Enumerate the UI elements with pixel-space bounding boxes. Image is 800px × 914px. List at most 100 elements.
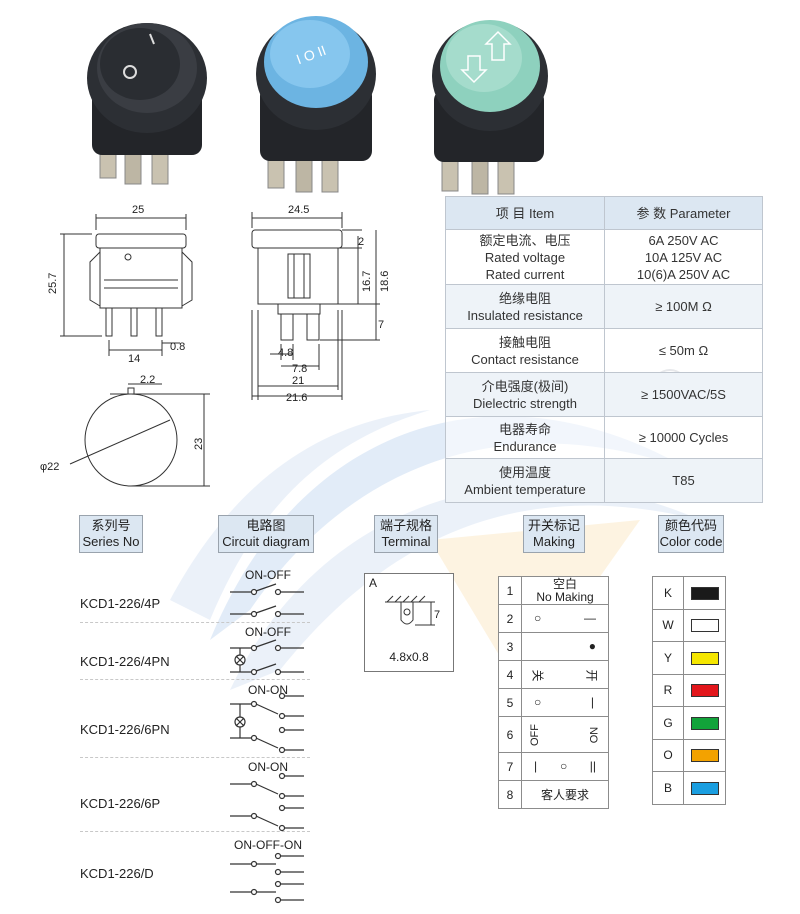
dim-cutout-height: 23 <box>193 438 205 450</box>
mark-dot: ● <box>588 639 596 653</box>
header-series-en: Series No <box>82 534 140 549</box>
switch-green-photo <box>432 20 548 195</box>
circuit-4pn <box>230 639 304 676</box>
dim-front-pitch: 14 <box>128 353 140 365</box>
parameter-table-header: 项 目 Item 参 数 Parameter <box>445 196 763 230</box>
header-terminal-cn: 端子规格 <box>379 518 432 533</box>
switch-black-photo <box>87 23 207 185</box>
mark-ii: || <box>589 759 596 773</box>
header-color-cn: 颜色代码 <box>664 518 717 533</box>
making-row: 3 ● <box>498 632 609 661</box>
dim-cutout-notch: 2.2 <box>140 374 155 386</box>
color-swatch <box>690 586 719 600</box>
header-series: 系列号 Series No <box>79 515 143 553</box>
color-table: K W Y R G O B <box>652 576 726 805</box>
item-line: 介电强度(极间) <box>481 378 569 394</box>
terminal-length: 7 <box>434 609 440 621</box>
circuit-d <box>230 852 304 904</box>
header-terminal: 端子规格 Terminal <box>374 515 438 553</box>
circuit-4p <box>230 583 304 618</box>
header-terminal-en: Terminal <box>381 534 431 549</box>
color-swatch <box>690 781 719 795</box>
color-row: W <box>652 608 726 642</box>
making-row: 2 ○— <box>498 604 609 633</box>
color-code: R <box>652 673 684 707</box>
color-row: Y <box>652 641 726 675</box>
header-color: 颜色代码 Color code <box>658 515 724 553</box>
dim-front-height: 25.7 <box>47 273 59 294</box>
circuit-diagrams <box>230 583 304 904</box>
param-value: ≤ 50m Ω <box>604 328 763 373</box>
header-making-en: Making <box>533 534 575 549</box>
dim-side-h1: 16.7 <box>361 271 373 292</box>
header-series-cn: 系列号 <box>91 518 131 533</box>
header-item: 项 目 Item <box>445 196 605 230</box>
item-line: 电器寿命 <box>498 421 551 437</box>
param-line: 10A 125V AC <box>644 249 723 265</box>
mark-circle: ○ <box>534 611 542 625</box>
header-making-cn: 开关标记 <box>527 518 580 533</box>
header-circuit: 电路图 Circuit diagram <box>218 515 314 553</box>
making-text: 空白 <box>552 576 577 591</box>
mark-off-text: OFF <box>529 724 541 746</box>
dim-side-w1: 4.8 <box>278 347 293 359</box>
item-line: 使用温度 <box>498 464 551 480</box>
dim-side-offset: 2 <box>358 236 364 248</box>
dim-side-w3: 21 <box>292 375 304 387</box>
item-line: 额定电流、电压 <box>479 232 571 248</box>
color-swatch <box>690 619 719 633</box>
series-model: KCD1-226/6P <box>80 796 161 811</box>
color-row: R <box>652 673 726 707</box>
divider <box>80 757 310 758</box>
param-row-dielectric: 介电强度(极间)Dielectric strength ≥ 1500VAC/5S <box>445 372 763 417</box>
divider <box>80 831 310 832</box>
series-model: KCD1-226/D <box>80 866 154 881</box>
terminal-drawing: 7 <box>385 595 440 626</box>
making-num: 4 <box>498 660 522 689</box>
param-value: ≥ 10000 Cycles <box>604 416 763 459</box>
making-num: 1 <box>498 576 522 605</box>
terminal-size: 4.8x0.8 <box>389 650 429 664</box>
mark-bar: | <box>590 695 594 709</box>
terminal-type-label: A <box>369 576 378 590</box>
divider <box>80 622 310 623</box>
header-parameter: 参 数 Parameter <box>604 196 763 230</box>
making-num: 6 <box>498 716 522 753</box>
color-row: O <box>652 738 726 772</box>
mark-dash: — <box>584 611 596 625</box>
color-code: W <box>652 608 684 642</box>
circuit-6pn <box>230 692 304 754</box>
dim-side-pin: 7 <box>378 319 384 331</box>
circuit-label: ON-OFF-ON <box>234 838 302 852</box>
product-photos: I O II <box>87 16 548 195</box>
param-line: 10(6)A 250V AC <box>636 266 731 282</box>
series-model: KCD1-226/4PN <box>80 654 170 669</box>
color-row: G <box>652 706 726 740</box>
color-code: G <box>652 706 684 740</box>
mark-on-text: ON <box>587 726 600 744</box>
making-row: 4 关开 <box>498 660 609 689</box>
circuit-label: ON-OFF <box>245 568 291 582</box>
color-swatch <box>690 749 719 763</box>
color-code: Y <box>652 641 684 675</box>
header-circuit-en: Circuit diagram <box>222 534 310 549</box>
mark-i: | <box>534 759 538 773</box>
circuit-6p <box>230 772 304 832</box>
dimension-drawings: 25 25.7 14 0.8 24.5 2 16.7 18.6 7 4.8 7.… <box>40 204 391 487</box>
making-num: 8 <box>498 780 522 809</box>
mark-circle: ○ <box>534 695 542 709</box>
color-swatch <box>690 716 719 730</box>
dim-cutout-diameter: φ22 <box>40 461 59 473</box>
color-swatch <box>690 651 719 665</box>
mark-o: ○ <box>560 759 568 773</box>
making-text: 客人要求 <box>521 780 609 809</box>
color-row: B <box>652 771 726 805</box>
item-line: Contact resistance <box>471 351 579 367</box>
making-num: 3 <box>498 632 522 661</box>
making-text: No Making <box>536 589 594 604</box>
color-code: K <box>652 576 684 610</box>
item-line: Ambient temperature <box>464 481 586 497</box>
